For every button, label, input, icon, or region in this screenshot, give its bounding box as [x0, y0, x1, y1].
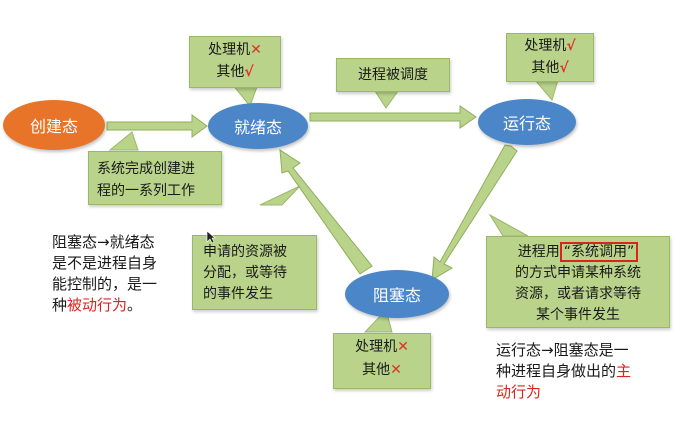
- syscall-line2: 的方式申请某种系统: [515, 265, 641, 281]
- arrow-blocked-to-ready: [279, 149, 373, 275]
- state-blocked: 阻塞态: [345, 270, 449, 318]
- running-check-line2: 其他: [531, 60, 560, 76]
- state-running-label: 运行态: [502, 114, 551, 133]
- note-running-check: 处理机√ 其他√: [506, 33, 594, 82]
- ready-check-line1: 处理机: [208, 42, 251, 58]
- note-resource-alloc: 申请的资源被 分配，或等待 的事件发生: [192, 235, 317, 310]
- syscall-line4: 某个事件发生: [536, 307, 620, 323]
- blocked-check-line2: 其他: [362, 362, 391, 378]
- running-check-mark2: √: [559, 60, 569, 76]
- create-done-line2: 程的一系列工作: [97, 183, 195, 199]
- running-check-line1: 处理机: [524, 38, 567, 54]
- remark-left-line3: 能控制的，是一: [52, 275, 158, 293]
- ready-check-mark2: √: [244, 64, 254, 80]
- resource-alloc-line2: 分配，或等待: [203, 265, 287, 281]
- state-create: 创建态: [3, 100, 105, 150]
- resource-alloc-line1: 申请的资源被: [203, 244, 287, 260]
- remark-right-active-1: 主: [616, 362, 632, 380]
- ready-check-line2: 其他: [216, 64, 245, 80]
- remark-right: 运行态→阻塞态是一 种进程自身做出的主 动行为: [496, 340, 676, 403]
- blocked-check-line1: 处理机: [355, 339, 398, 355]
- arrow-ready-to-running: [309, 105, 477, 129]
- syscall-pre: 进程用: [517, 244, 560, 260]
- remark-left-passive: 被动行为: [67, 296, 128, 314]
- arrow-create-to-ready: [106, 114, 208, 138]
- syscall-line3: 资源，或者请求等待: [515, 286, 641, 302]
- state-running: 运行态: [478, 99, 576, 145]
- state-create-label: 创建态: [29, 117, 78, 136]
- callout-tail-create: [108, 131, 139, 151]
- blocked-check-mark1: ✕: [397, 339, 409, 355]
- remark-left-line2: 是不是进程自身: [52, 254, 158, 272]
- remark-right-active-2: 动行为: [496, 383, 542, 401]
- callout-tail-running: [533, 79, 559, 102]
- state-ready-label: 就绪态: [233, 118, 282, 137]
- state-blocked-label: 阻塞态: [372, 286, 421, 305]
- syscall-highlight: “系统调用”: [559, 242, 639, 262]
- ready-check-mark1: ✕: [250, 42, 262, 58]
- callout-tail-syscall: [488, 213, 529, 237]
- schedule-label: 进程被调度: [358, 67, 428, 83]
- note-blocked-check: 处理机✕ 其他✕: [333, 333, 431, 389]
- resource-alloc-line3: 的事件发生: [203, 286, 273, 302]
- running-check-mark1: √: [566, 38, 576, 54]
- remark-right-line1: 运行态→阻塞态是一: [496, 341, 629, 359]
- blocked-check-mark2: ✕: [390, 362, 402, 378]
- callout-tail-schedule: [374, 90, 399, 109]
- create-done-line1: 系统完成创建进: [97, 161, 195, 177]
- note-ready-check: 处理机✕ 其他√: [189, 36, 281, 88]
- callout-tail-resource: [259, 185, 301, 206]
- remark-left-line1: 阻塞态→就绪态: [52, 233, 155, 251]
- remark-left-line4-pre: 种: [52, 296, 68, 314]
- state-ready: 就绪态: [208, 103, 308, 149]
- remark-left: 阻塞态→就绪态 是不是进程自身 能控制的，是一 种被动行为。: [52, 232, 202, 316]
- cursor-icon: [206, 230, 216, 244]
- note-create-done: 系统完成创建进 程的一系列工作: [88, 151, 222, 205]
- remark-right-line2-pre: 种进程自身做出的: [496, 362, 617, 380]
- note-schedule: 进程被调度: [336, 58, 450, 92]
- remark-left-line4-post: 。: [127, 296, 143, 314]
- note-syscall: 进程用“系统调用” 的方式申请某种系统 资源，或者请求等待 某个事件发生: [486, 236, 670, 328]
